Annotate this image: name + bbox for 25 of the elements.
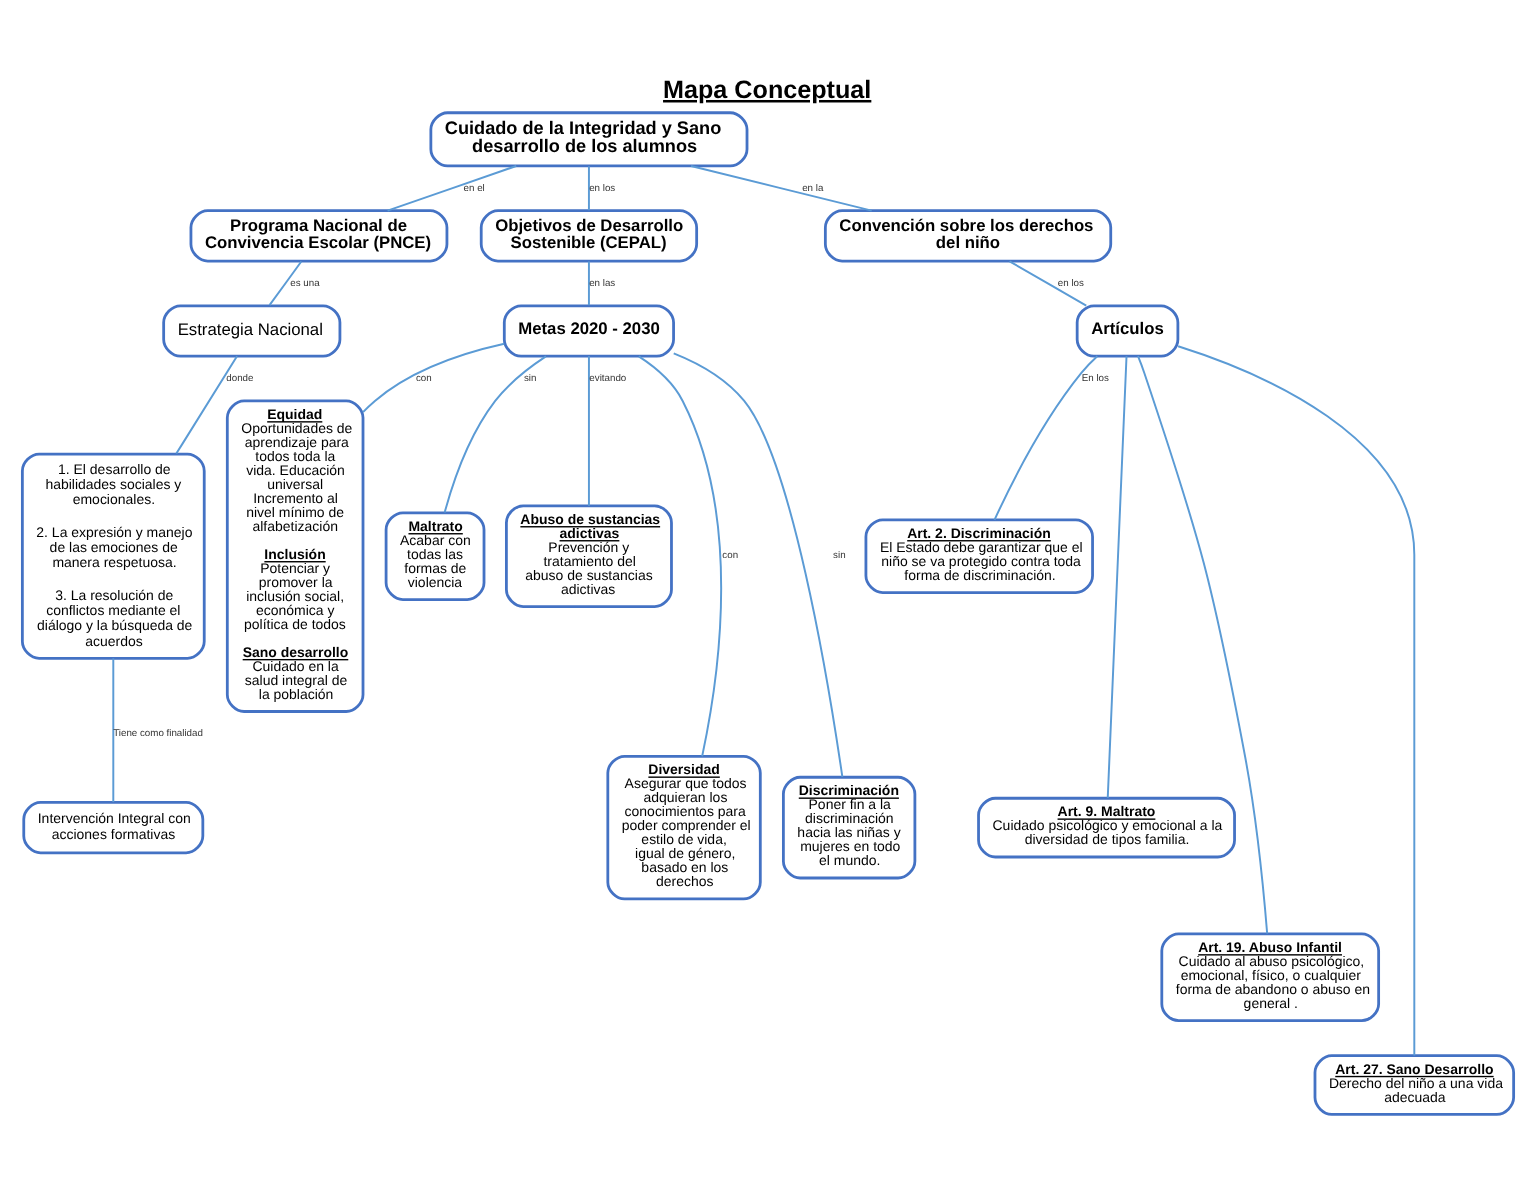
connector <box>1177 345 1416 1057</box>
connector <box>443 355 547 514</box>
node-box: Objetivos de Desarrollo Sostenible (CEPAL) <box>479 209 699 263</box>
node-box: Programa Nacional de Convivencia Escolar (PNCE) <box>189 209 449 263</box>
diagram-title: Mapa Conceptual <box>663 75 872 104</box>
connector <box>1008 260 1088 307</box>
node-box: Metas 2020 - 2030 <box>502 304 675 358</box>
connector <box>175 355 238 455</box>
connector <box>993 355 1099 521</box>
connector <box>672 352 844 778</box>
connector <box>587 355 590 507</box>
connector <box>386 165 518 212</box>
connector <box>112 657 115 804</box>
node-box: Cuidado de la Integridad y Sano desarrollo de los alumnos <box>429 111 749 168</box>
node-box: Estrategia Nacional <box>162 304 342 358</box>
connector <box>268 260 303 307</box>
connector <box>1106 355 1128 799</box>
connector <box>587 165 590 212</box>
connector <box>637 355 723 758</box>
connector <box>362 342 506 414</box>
connector <box>587 260 590 307</box>
node-box: Artículos <box>1075 304 1180 358</box>
node-box: Convención sobre los derechos del niño <box>823 209 1113 263</box>
connector <box>690 165 873 212</box>
connector <box>1137 355 1269 935</box>
